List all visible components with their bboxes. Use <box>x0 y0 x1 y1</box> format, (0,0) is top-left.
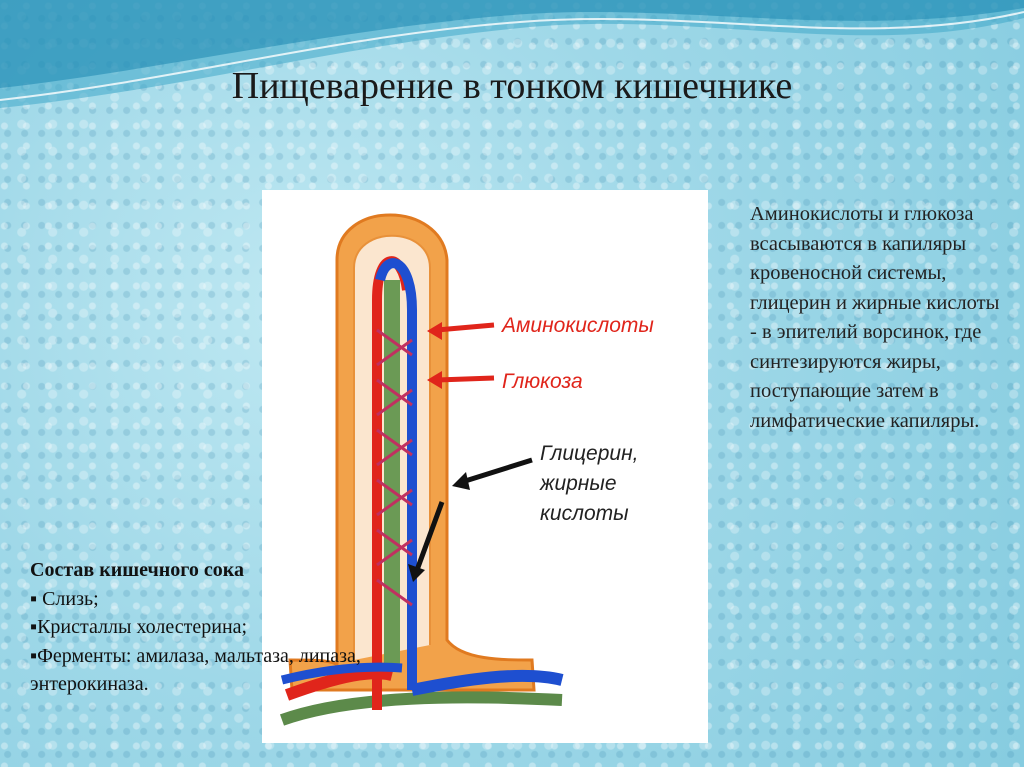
composition-item-enzymes: ▪Ферменты: амилаза, мальтаза, липаза, эн… <box>30 644 361 696</box>
fatty-acids-arrow <box>408 457 533 582</box>
amino-label: Аминокислоты <box>500 314 654 337</box>
composition-item-mucus: ▪ Слизь; <box>30 587 99 610</box>
glycerin-label-line1: Глицерин, <box>540 442 638 465</box>
vein-vessel <box>375 258 417 690</box>
glycerin-label-line2: жирные <box>539 472 617 495</box>
villus-illustration: Аминокислоты Глюкоза Глицерин, жирные ки… <box>279 213 654 726</box>
villus-diagram: Аминокислоты Глюкоза Глицерин, жирные ки… <box>262 190 708 743</box>
absorption-description: Аминокислоты и глюкоза всасываются в кап… <box>750 203 1000 432</box>
intestinal-juice-composition: Состав кишечного сока ▪ Слизь; ▪Кристалл… <box>30 556 430 699</box>
glycerin-label-line3: кислоты <box>540 502 629 525</box>
page-title: Пищеварение в тонком кишечнике <box>231 65 793 107</box>
top-wave-decoration <box>0 0 1024 108</box>
amino-arrow <box>427 322 495 340</box>
glucose-arrow <box>427 371 495 389</box>
composition-heading: Состав кишечного сока <box>30 559 244 581</box>
composition-item-cholesterol: ▪Кристаллы холестерина; <box>30 616 248 638</box>
glucose-label: Глюкоза <box>502 370 583 393</box>
